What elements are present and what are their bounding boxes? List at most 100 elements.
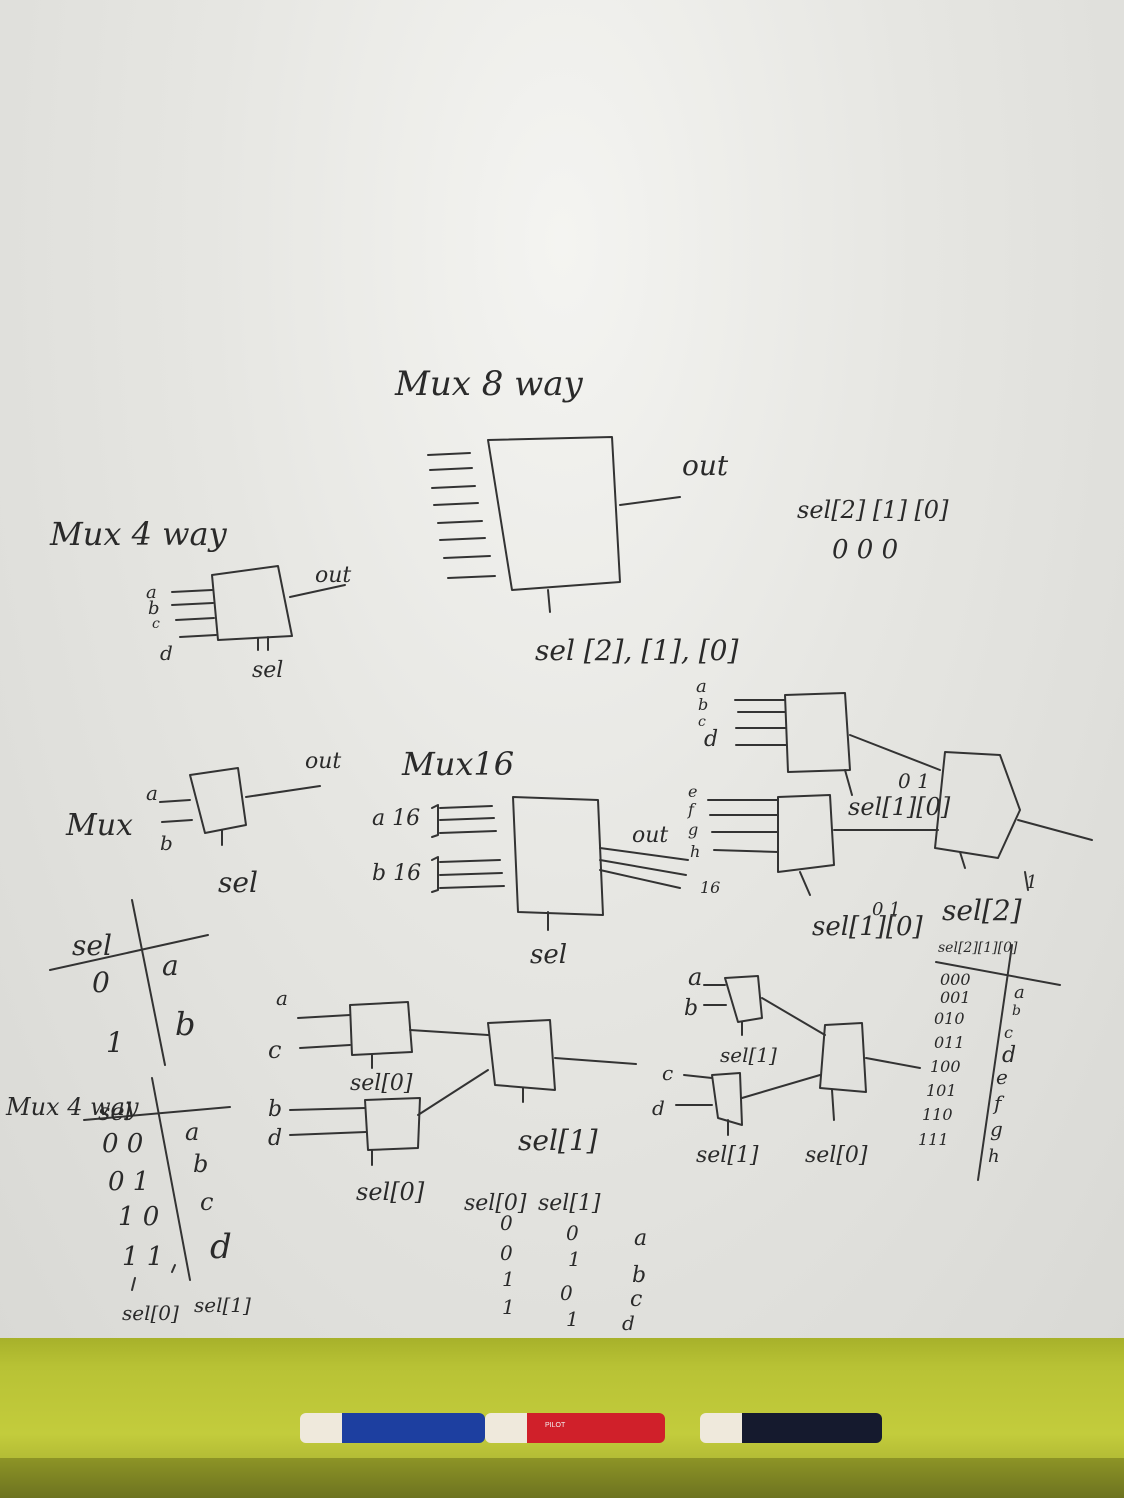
alt-col2-1: 1: [568, 1247, 581, 1271]
mux-diagram: Mux a b out sel: [65, 749, 341, 899]
mux16-b-label: b 16: [372, 861, 421, 886]
mux8-truth-out-0: a: [1014, 982, 1025, 1003]
mux4way-truth-foot-right: sel[1]: [194, 1293, 251, 1317]
mux4way-truth-row2-out: c: [200, 1188, 213, 1216]
mux4way-alt-sel-final: sel[0]: [805, 1143, 868, 1168]
mux8-truth-bits-1: 001: [940, 988, 971, 1007]
mux8-build-top-input-d: d: [704, 727, 718, 752]
mux8-build-bottom-input-g: g: [688, 820, 698, 839]
mux4way-truth-title: Mux 4 way: [5, 1093, 139, 1121]
alt-col1-1: 0: [500, 1241, 513, 1265]
mux4way-diagram: Mux 4 way a b c d out sel: [49, 515, 351, 683]
mux4way-build-diagram: a c b d sel[0] sel[0] sel[1]: [268, 986, 637, 1206]
mux4way-truth-row2-sel: 1 0: [118, 1202, 159, 1232]
mux16-diagram: Mux16 a 16 b 16 sel out 16: [372, 745, 720, 970]
tray-edge: [0, 1458, 1124, 1498]
red-marker-end: [485, 1413, 527, 1443]
black-marker[interactable]: [700, 1413, 882, 1443]
mux8-truth-out-3: d: [1002, 1043, 1016, 1068]
mux4way-build-input-b: b: [268, 1097, 282, 1122]
mux4way-sel-label: sel: [252, 658, 283, 683]
mux8-truth-bits-4: 100: [930, 1057, 961, 1076]
mux-out-label: out: [305, 749, 341, 774]
alt-col1-0: 0: [500, 1211, 513, 1235]
alt-col3-2: c: [630, 1287, 642, 1312]
mux8-build-bottom-sel: sel[1][0]: [812, 912, 924, 942]
alt-col2-3: 1: [566, 1307, 579, 1331]
alt-table-header-0: sel[0]: [464, 1191, 527, 1216]
mux4way-truth-row1-out: b: [193, 1150, 208, 1178]
mux-truth-row0-out: a: [162, 949, 179, 982]
whiteboard-drawings: Mux 8 way out sel [2], [1], [0] sel[2] […: [5, 364, 1093, 1335]
alt-col2-2: 0: [560, 1281, 573, 1305]
mux4way-build-input-d: d: [268, 1126, 282, 1151]
mux4way-build-sel-first: sel[0]: [350, 1071, 413, 1096]
mux8-truth-out-7: h: [988, 1146, 1000, 1167]
mux4way-alt-input-c: c: [662, 1061, 673, 1085]
mux16-a-label: a 16: [372, 806, 420, 831]
alt-col3-3: d: [622, 1311, 635, 1335]
mux8-build-final-sel: sel[2]: [942, 894, 1022, 927]
mux16-out-width: 16: [700, 878, 720, 897]
mux-sel-label: sel: [218, 866, 258, 899]
mux4way-alt-diagram: a b c d sel[1] sel[1] sel[0]: [652, 963, 921, 1168]
mux-truth-header-sel: sel: [72, 929, 112, 962]
mux4way-truth-foot-left: sel[0]: [122, 1301, 179, 1325]
mux8-truth-bits-7: 111: [918, 1130, 949, 1149]
mux8-build-top-input-b: b: [698, 695, 708, 714]
blue-marker-body: [342, 1413, 485, 1443]
mux4way-input-d: d: [160, 641, 173, 665]
mux8-build-top-sel-bits: 0 1: [898, 769, 930, 793]
mux4way-truth-table: Mux 4 way sel 0 0 a 0 1 b 1 0 c 1 1 d se…: [5, 1077, 251, 1325]
mux8-build-bottom-input-h: h: [690, 842, 700, 861]
mux8way-sel-values: 0 0 0: [832, 535, 898, 565]
mux4way-alt-input-a: a: [688, 963, 702, 991]
mux4way-truth-row1-sel: 0 1: [108, 1167, 149, 1197]
mux8-truth-out-6: g: [990, 1117, 1003, 1141]
mux8way-title: Mux 8 way: [394, 364, 584, 404]
mux8-truth-bits-0: 000: [940, 970, 971, 989]
alt-col3-1: b: [632, 1263, 646, 1288]
mux-truth-table: sel 0 a 1 b: [49, 899, 209, 1066]
mux8-build-top-input-c: c: [698, 714, 706, 730]
mux16-out-label: out: [632, 823, 668, 848]
mux8-truth-header: sel[2][1][0]: [938, 940, 1018, 956]
mux-title: Mux: [65, 808, 133, 843]
blue-marker-end: [300, 1413, 342, 1443]
mux8way-out-label: out: [682, 449, 729, 482]
mux4way-truth-row0-sel: 0 0: [102, 1129, 143, 1159]
mux8-truth-bits-6: 110: [922, 1105, 953, 1124]
mux8-truth-out-4: e: [996, 1065, 1008, 1089]
mux8-truth-bits-5: 101: [926, 1081, 957, 1100]
mux-input-a: a: [146, 781, 158, 805]
blue-marker[interactable]: [300, 1413, 485, 1443]
alt-truth-table: sel[0] sel[1] 0 0 1 1 0 1 0 1 a b c d: [464, 1191, 647, 1335]
mux4way-input-b: b: [148, 598, 160, 619]
red-marker[interactable]: PILOT: [485, 1413, 665, 1443]
black-marker-end: [700, 1413, 742, 1443]
mux-truth-row1-sel: 1: [106, 1026, 124, 1059]
mux8-truth-out-5: f: [992, 1091, 1005, 1115]
mux4way-build-input-a: a: [276, 986, 288, 1010]
mux4way-alt-input-d: d: [652, 1096, 665, 1120]
whiteboard: [0, 0, 1124, 1345]
mux8-truth-bits-2: 010: [934, 1009, 965, 1028]
mux8-build-bottom-input-f: f: [687, 800, 697, 819]
black-marker-body: [742, 1413, 882, 1443]
mux4way-truth-row0-out: a: [185, 1118, 199, 1146]
mux8-build-top-input-a: a: [696, 676, 707, 697]
mux4way-build-input-c: c: [268, 1036, 281, 1064]
mux8-build-bottom-input-e: e: [688, 782, 697, 801]
mux16-sel-label: sel: [530, 940, 567, 970]
red-marker-body: [527, 1413, 665, 1443]
mux4way-alt-sel-bottom: sel[1]: [696, 1143, 759, 1168]
mux8way-diagram: Mux 8 way out sel [2], [1], [0] sel[2] […: [394, 364, 949, 667]
mux4way-out-label: out: [315, 563, 351, 588]
mux8-truth-out-2: c: [1004, 1023, 1013, 1042]
mux-input-b: b: [160, 831, 173, 855]
mux4way-build-sel-final: sel[1]: [518, 1124, 598, 1157]
alt-col2-0: 0: [566, 1221, 579, 1245]
mux4way-input-a: a: [146, 582, 157, 603]
mux8-build-final-sel-bit: 1: [1026, 872, 1037, 893]
mux16-title: Mux16: [401, 745, 514, 783]
